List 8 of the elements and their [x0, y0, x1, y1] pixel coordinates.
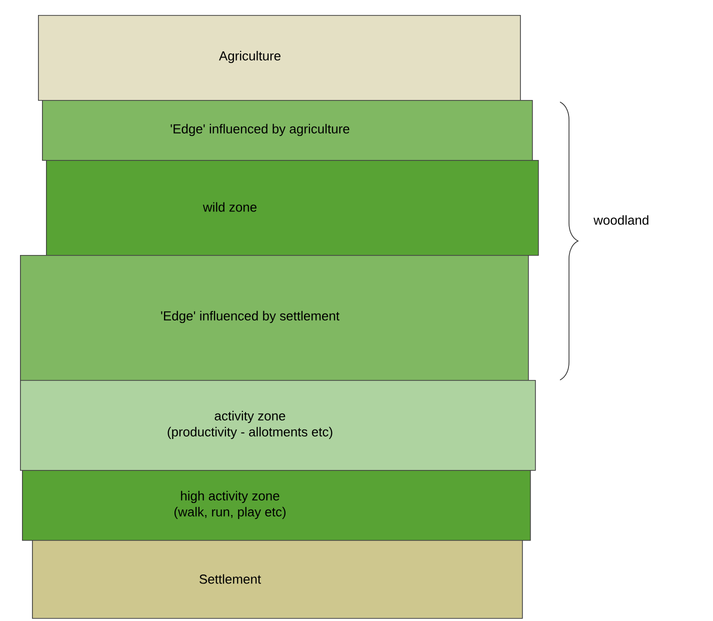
zone-band: Agriculture [38, 15, 521, 101]
zone-band: high activity zone (walk, run, play etc) [22, 470, 531, 541]
zone-band: 'Edge' influenced by settlement [20, 255, 529, 381]
zone-band: wild zone [46, 160, 539, 256]
bracket-label: woodland [594, 215, 648, 225]
zone-band: Settlement [32, 540, 523, 619]
zone-band: 'Edge' influenced by agriculture [42, 100, 533, 161]
zone-band: activity zone (productivity - allotments etc) [20, 380, 536, 471]
